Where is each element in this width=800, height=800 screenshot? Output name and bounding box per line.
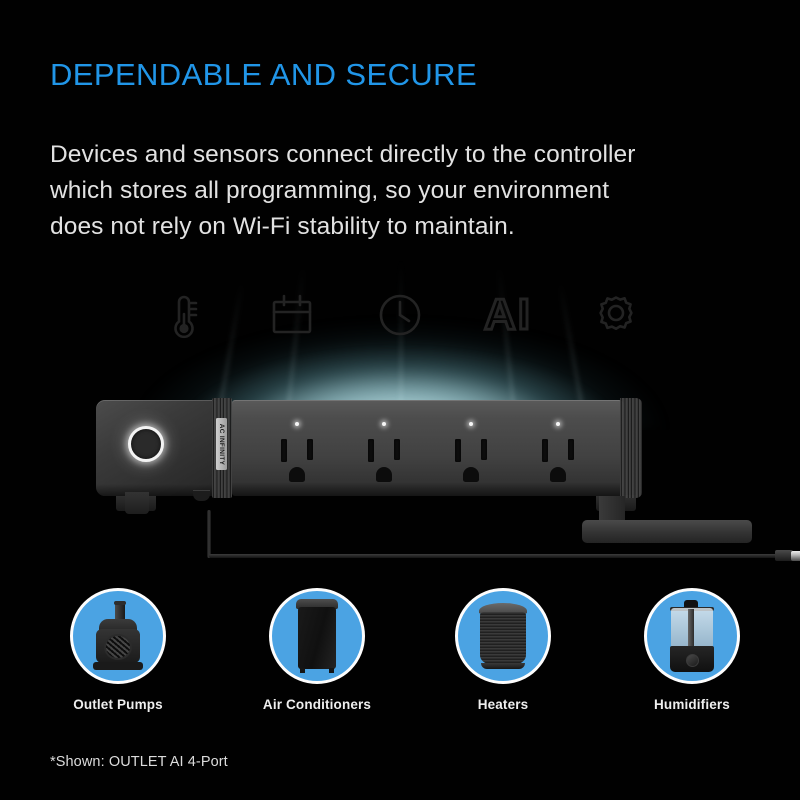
outlet-led-4 (556, 422, 560, 426)
outlet-socket-1[interactable] (266, 422, 328, 488)
feature-icon-row: AI (0, 284, 800, 346)
cable-horizontal-segment (209, 554, 783, 558)
category-bubble (70, 588, 166, 684)
humidifier-icon (669, 600, 715, 672)
category-label: Humidifiers (654, 697, 730, 712)
gear-icon (587, 286, 645, 344)
page-title: DEPENDABLE AND SECURE (50, 57, 478, 92)
outlet-socket-4[interactable] (527, 422, 589, 488)
sensor-probe-tip (791, 551, 800, 561)
air-conditioner-icon (295, 599, 339, 673)
category-bubble (455, 588, 551, 684)
outlet-led-2 (382, 422, 386, 426)
outlet-slot-neutral (281, 439, 287, 462)
compatible-device-categories: Outlet Pumps Air Conditioners (0, 588, 800, 733)
brand-label: AC INFINITY (216, 418, 227, 470)
heater-icon (478, 603, 528, 669)
body-copy: Devices and sensors connect directly to … (50, 137, 780, 245)
probe-collar (775, 550, 793, 561)
power-button[interactable] (128, 426, 164, 462)
outlet-slot-hot (394, 439, 400, 460)
outlet-ground-pin (289, 467, 305, 482)
outlet-socket-3[interactable] (440, 422, 502, 488)
calendar-icon (263, 286, 321, 344)
category-air-conditioners[interactable]: Air Conditioners (242, 588, 392, 712)
outlet-controller-device: AC INFINITY (96, 396, 800, 561)
beam-ray (400, 258, 402, 430)
device-outlet-panel (232, 400, 624, 496)
body-copy-line-3: does not rely on Wi-Fi stability to main… (50, 213, 515, 240)
outlet-slot-neutral (455, 439, 461, 462)
outlet-slot-hot (307, 439, 313, 460)
outlet-ground-pin (463, 467, 479, 482)
body-copy-line-2: which stores all programming, so your en… (50, 177, 610, 204)
body-copy-line-1: Devices and sensors connect directly to … (50, 141, 636, 168)
outlet-ground-pin (376, 467, 392, 482)
category-bubble (269, 588, 365, 684)
outlet-slot-hot (568, 439, 574, 460)
sensor-probe-cable (207, 510, 800, 568)
clock-icon (371, 286, 429, 344)
outlet-slot-neutral (368, 439, 374, 462)
brand-label-text: AC INFINITY (218, 423, 226, 465)
category-outlet-pumps[interactable]: Outlet Pumps (43, 588, 193, 712)
outlet-socket-2[interactable] (353, 422, 415, 488)
thermometer-icon (155, 286, 213, 344)
category-heaters[interactable]: Heaters (428, 588, 578, 712)
cable-vertical-segment (207, 510, 211, 558)
footnote: *Shown: OUTLET AI 4-Port (50, 754, 228, 770)
category-label: Outlet Pumps (73, 697, 163, 712)
ai-icon-text: AI (483, 290, 532, 339)
outlet-ground-pin (550, 467, 566, 482)
category-humidifiers[interactable]: Humidifiers (617, 588, 767, 712)
device-control-module (96, 400, 218, 496)
mount-post (599, 496, 625, 524)
device-ribbed-texture-right (620, 398, 642, 498)
power-cord-connector (125, 492, 149, 514)
water-pump-icon (91, 601, 145, 671)
device-knob (193, 490, 210, 501)
category-bubble (644, 588, 740, 684)
ai-icon: AI (479, 286, 537, 344)
outlet-led-3 (469, 422, 473, 426)
outlet-led-1 (295, 422, 299, 426)
outlet-slot-neutral (542, 439, 548, 462)
category-label: Heaters (477, 697, 529, 712)
mount-bracket (582, 520, 752, 543)
category-label: Air Conditioners (262, 697, 372, 712)
outlet-slot-hot (481, 439, 487, 460)
